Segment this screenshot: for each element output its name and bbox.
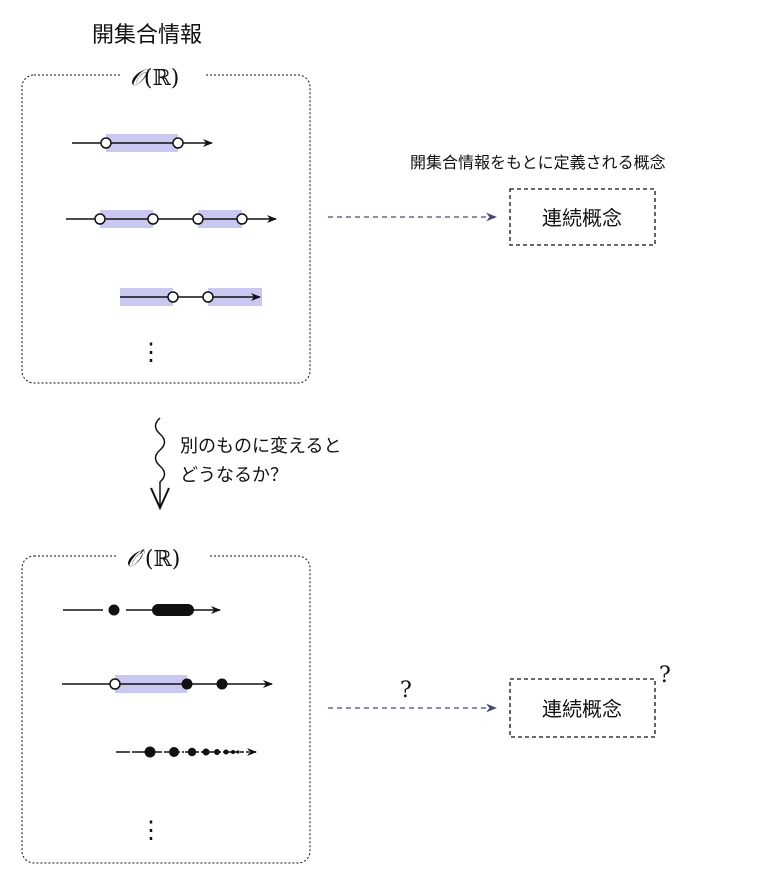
- closed-point: [216, 678, 228, 690]
- open-point: [147, 213, 159, 225]
- middle-caption-line2: どうなるか？: [180, 465, 288, 486]
- continuity-label-bottom: 連続概念: [542, 697, 622, 721]
- top-label-arg: (ℝ): [144, 66, 179, 91]
- right-top-caption: 開集合情報をもとに定義される概念: [410, 153, 666, 172]
- closed-point: [187, 747, 197, 757]
- top-container-box: [21, 74, 311, 384]
- closed-point: [169, 747, 179, 757]
- top-label: 𝒪(ℝ): [130, 66, 179, 91]
- open-point: [100, 137, 112, 149]
- closed-point: [236, 750, 240, 754]
- box-question-mark: ?: [659, 663, 671, 688]
- closed-point: [214, 749, 220, 755]
- squiggle-arrow-head: [150, 487, 170, 511]
- closed-interval-thick: [152, 604, 194, 616]
- open-point: [172, 137, 184, 149]
- open-point: [167, 291, 179, 303]
- bottom-row-3: [116, 746, 257, 758]
- closed-point: [202, 748, 210, 756]
- arrow-question-mark: ?: [400, 678, 412, 703]
- top-label-mask: [120, 62, 206, 90]
- top-heading: 開集合情報: [92, 23, 202, 48]
- bottom-label-mask: [116, 542, 210, 570]
- closed-point: [108, 604, 120, 616]
- bottom-row-1: [63, 604, 221, 616]
- bottom-row-2: [62, 675, 273, 693]
- closed-point: [223, 749, 229, 755]
- squiggle-arrow: [154, 417, 166, 508]
- middle-caption-line1: 別のものに変えると: [180, 436, 341, 457]
- bottom-label: 𝒪′(ℝ): [126, 547, 180, 572]
- closed-point: [231, 750, 235, 754]
- open-point: [202, 291, 214, 303]
- closed-point: [144, 746, 156, 758]
- top-row-1: [72, 134, 213, 152]
- continuity-box-top: [509, 188, 656, 246]
- continuity-box-bottom: [509, 678, 656, 738]
- top-ellipsis: ⋮: [139, 338, 163, 366]
- bottom-ellipsis: ⋮: [139, 816, 163, 844]
- open-point: [192, 213, 204, 225]
- top-row-3: [120, 288, 262, 306]
- closed-point: [181, 678, 193, 690]
- open-point: [236, 213, 248, 225]
- top-row-2: [66, 210, 277, 228]
- open-point: [109, 678, 121, 690]
- bottom-container-box: [21, 555, 311, 864]
- continuity-label-top: 連続概念: [542, 206, 622, 230]
- bottom-label-symbol: 𝒪′: [126, 547, 145, 572]
- open-point: [94, 213, 106, 225]
- bottom-label-arg: (ℝ): [145, 547, 180, 572]
